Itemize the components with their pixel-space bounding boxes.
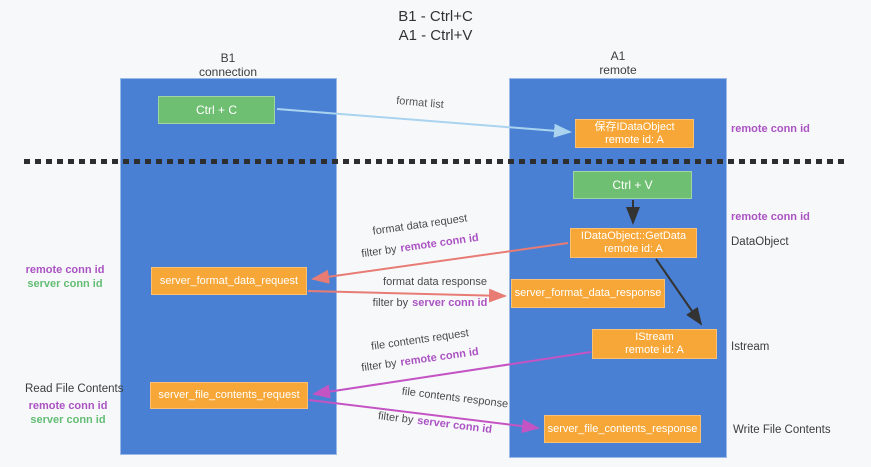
lane-a1-sub: remote — [599, 63, 637, 77]
remote-conn-id-text: remote conn id — [399, 345, 480, 369]
node-server-format-data-request: server_format_data_request — [151, 267, 307, 295]
node-istream: IStream remote id: A — [592, 329, 717, 359]
label-format-data-response: format data response — [383, 276, 487, 288]
filter-by-text: filter by — [377, 410, 415, 427]
left-remote-conn-id-1: remote conn id — [25, 264, 105, 276]
lane-b1-name: B1 — [220, 51, 236, 65]
left-conn-id-pair-1: remote conn id server conn id — [20, 263, 110, 291]
lane-b1-sub: connection — [198, 65, 258, 79]
lane-header-a1: A1 remote — [548, 49, 688, 77]
title-line-2: A1 - Ctrl+V — [398, 27, 473, 44]
left-server-conn-id-1: server conn id — [27, 278, 103, 290]
server-conn-id-text: server conn id — [416, 414, 493, 436]
node-save-idataobject: 保存IDataObject remote id: A — [575, 119, 694, 148]
right-label-remote-conn-id-2: remote conn id — [731, 211, 810, 223]
node-save-idataobject-remote-id: remote id: A — [605, 133, 664, 146]
left-remote-conn-id-2: remote conn id — [28, 400, 108, 412]
node-save-idataobject-title: 保存IDataObject — [594, 120, 675, 133]
node-ctrl-c-label: Ctrl + C — [195, 102, 237, 117]
filter-by-text: filter by — [360, 243, 398, 261]
right-label-istream: Istream — [731, 341, 770, 353]
left-server-conn-id-2: server conn id — [30, 414, 106, 426]
label-format-list: format list — [395, 94, 445, 112]
format-data-response-arrow — [307, 288, 507, 303]
phase-divider-dashed-line — [24, 159, 846, 164]
node-server-file-contents-request: server_file_contents_request — [150, 382, 308, 409]
node-server-file-contents-request-label: server_file_contents_request — [158, 389, 300, 401]
filter-by-text: filter by — [372, 297, 409, 309]
left-conn-id-pair-2: remote conn id server conn id — [23, 399, 113, 427]
node-server-format-data-request-label: server_format_data_request — [159, 274, 299, 287]
node-idataobject-getdata: IDataObject::GetData remote id: A — [570, 228, 697, 258]
lane-a1-name: A1 — [610, 49, 626, 63]
node-istream-remote-id: remote id: A — [625, 344, 684, 356]
filter-by-text: filter by — [360, 357, 398, 375]
right-label-dataobject: DataObject — [731, 236, 789, 248]
node-server-file-contents-response: server_file_contents_response — [544, 415, 701, 443]
node-server-format-data-response: server_format_data_response — [511, 279, 665, 308]
node-getdata-title: IDataObject::GetData — [580, 230, 687, 242]
lane-header-b1: B1 connection — [158, 51, 298, 79]
node-ctrl-v: Ctrl + V — [573, 171, 692, 199]
server-conn-id-text: server conn id — [412, 297, 488, 309]
node-istream-title: IStream — [635, 331, 674, 343]
remote-conn-id-text: remote conn id — [399, 231, 480, 255]
node-ctrl-v-label: Ctrl + V — [612, 177, 653, 192]
diagram-title: B1 - Ctrl+C A1 - Ctrl+V — [0, 7, 871, 45]
right-label-remote-conn-id-1: remote conn id — [731, 123, 810, 135]
title-line-1: B1 - Ctrl+C — [398, 8, 473, 25]
node-ctrl-c: Ctrl + C — [158, 96, 275, 124]
node-server-format-data-response-label: server_format_data_response — [514, 287, 662, 299]
right-label-write-file-contents: Write File Contents — [733, 424, 831, 436]
node-getdata-remote-id: remote id: A — [604, 243, 663, 255]
node-server-file-contents-response-label: server_file_contents_response — [547, 422, 698, 435]
left-label-read-file-contents: Read File Contents — [25, 383, 124, 395]
